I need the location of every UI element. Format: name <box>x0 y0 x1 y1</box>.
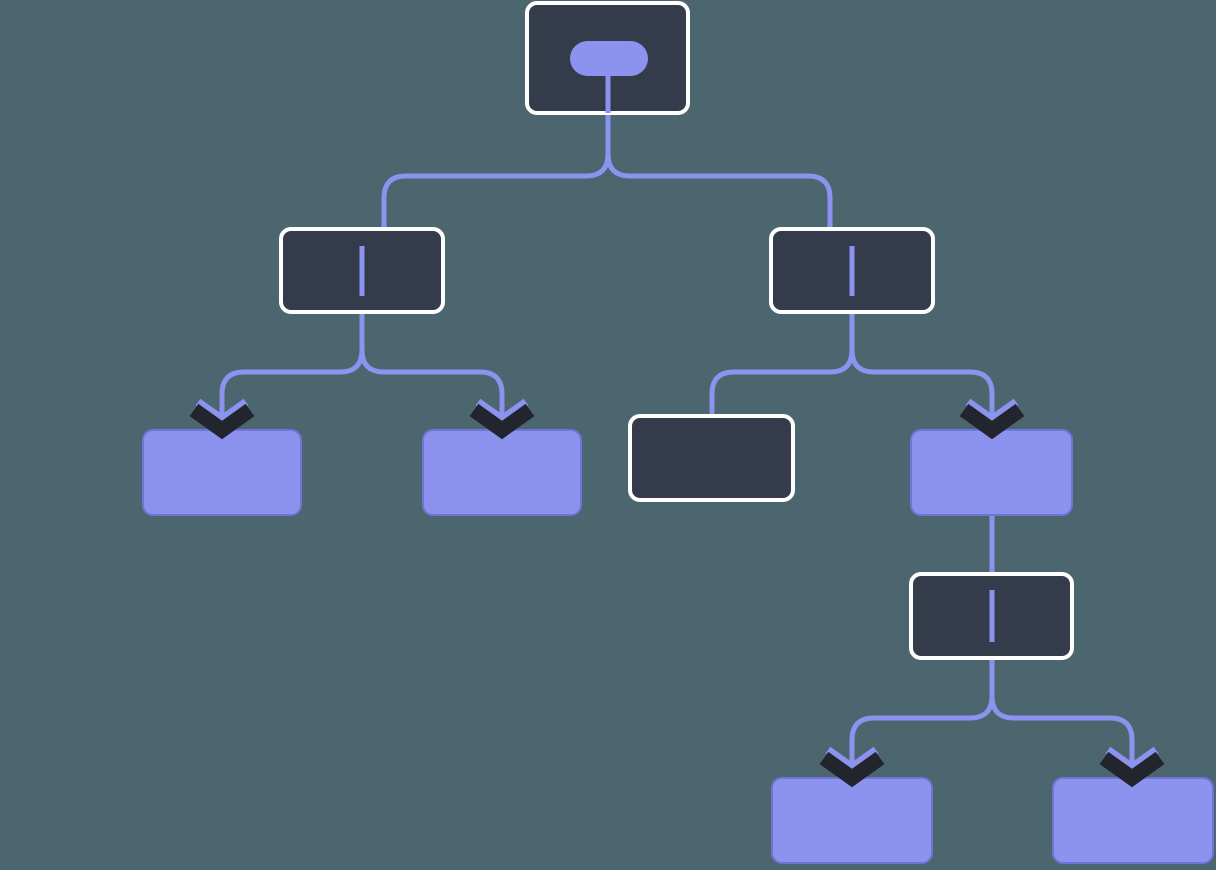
edge-line <box>381 113 611 229</box>
tree-node-n-rr4a[interactable] <box>771 777 933 864</box>
arrowhead-light-chevron-icon <box>965 398 1019 424</box>
node-body[interactable] <box>910 429 1073 516</box>
edge-line <box>359 312 505 432</box>
arrowhead-n-rr2 <box>959 398 1025 440</box>
arrowhead-light-chevron-icon <box>1105 746 1159 772</box>
arrowhead-dark-chevron-icon <box>1099 751 1165 788</box>
edge-n-r1-to-n-rr2 <box>849 312 995 432</box>
arrowhead-light-chevron-icon <box>195 398 249 424</box>
edge-root-to-n-r1 <box>605 113 833 229</box>
edge-line <box>849 312 995 432</box>
node-caret-line <box>849 246 855 296</box>
tree-node-n-lr2[interactable] <box>422 429 582 516</box>
node-body[interactable] <box>142 429 302 516</box>
tree-node-n-rl2[interactable] <box>628 414 795 502</box>
edge-layer <box>219 113 1135 780</box>
arrowhead-light-chevron-icon <box>475 398 529 424</box>
edge-n-rr3-to-n-rr4b <box>989 658 1135 780</box>
node-body[interactable] <box>628 414 795 502</box>
edge-n-r1-to-n-rl2 <box>709 312 855 416</box>
edge-root-to-n-l1 <box>381 113 611 229</box>
tree-node-n-l1[interactable] <box>279 227 445 314</box>
tree-node-n-rr3[interactable] <box>909 572 1074 660</box>
tree-node-n-ll2[interactable] <box>142 429 302 516</box>
arrowhead-n-ll2 <box>189 398 255 440</box>
node-body[interactable] <box>422 429 582 516</box>
edge-n-l1-to-n-lr2 <box>359 312 505 432</box>
node-caret-line <box>989 590 995 642</box>
arrowhead-n-rr4a <box>819 746 885 788</box>
pill-stem <box>605 76 611 113</box>
node-caret-line <box>359 246 365 296</box>
tree-node-n-rr4b[interactable] <box>1052 777 1214 864</box>
node-layer <box>142 1 1214 864</box>
tree-node-n-r1[interactable] <box>769 227 935 314</box>
arrowhead-n-lr2 <box>469 398 535 440</box>
tree-node-n-rr2[interactable] <box>910 429 1073 516</box>
arrowhead-light-chevron-icon <box>825 746 879 772</box>
arrowhead-dark-chevron-icon <box>959 403 1025 440</box>
tree-node-root[interactable] <box>525 1 690 115</box>
arrowhead-dark-chevron-icon <box>819 751 885 788</box>
edge-line <box>709 312 855 416</box>
edge-line <box>605 113 833 229</box>
edge-line <box>989 658 1135 780</box>
collapsed-pill-icon[interactable] <box>570 41 648 76</box>
arrowhead-dark-chevron-icon <box>189 403 255 440</box>
node-body[interactable] <box>771 777 933 864</box>
node-body[interactable] <box>1052 777 1214 864</box>
arrowhead-dark-chevron-icon <box>469 403 535 440</box>
arrowhead-layer <box>189 398 1165 788</box>
arrowhead-n-rr4b <box>1099 746 1165 788</box>
